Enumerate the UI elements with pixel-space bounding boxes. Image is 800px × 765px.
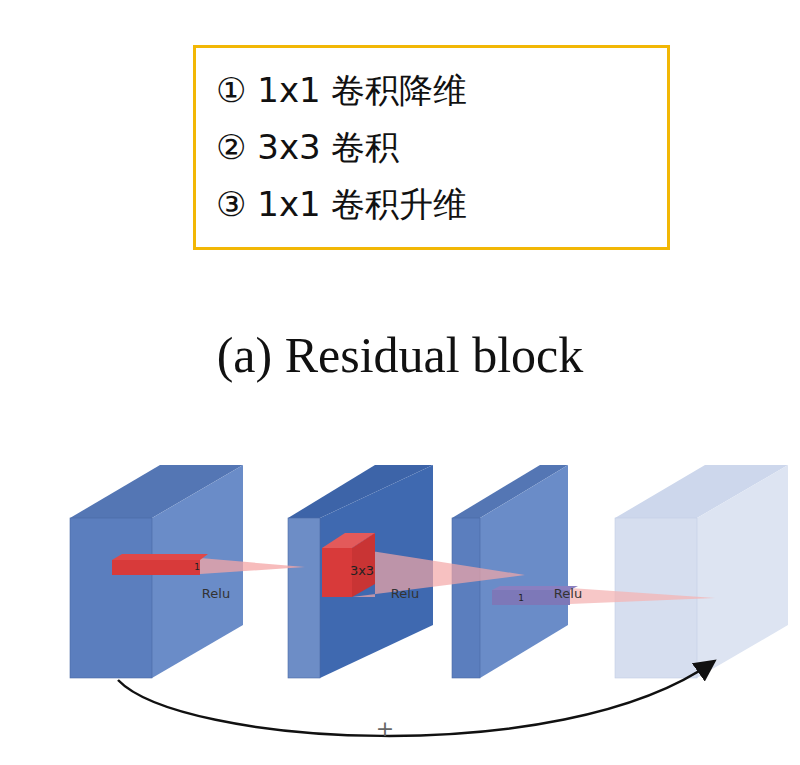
block-side (697, 465, 788, 678)
step-text: ① 1x1 卷积降维 (216, 62, 647, 119)
block-front (70, 518, 152, 678)
projection-cone (570, 588, 715, 604)
kernel-1x1 (112, 560, 200, 575)
figure-title: (a) Residual block (0, 325, 800, 385)
kernel-top (112, 554, 208, 560)
kernel-size: 1 (194, 562, 200, 572)
output-block (615, 465, 788, 678)
kernel-3x3 (322, 548, 352, 597)
block-front (288, 518, 320, 678)
kernel-size: 1 (518, 593, 524, 603)
step-text: ③ 1x1 卷积升维 (216, 176, 647, 233)
kernel-size: 3x3 (350, 563, 374, 578)
projection-cone (200, 558, 305, 574)
activation-label: Relu (554, 586, 582, 601)
block-front (452, 518, 480, 678)
activation-label: Relu (202, 586, 230, 601)
skip-connection (118, 662, 713, 736)
add-symbol: + (376, 716, 394, 741)
step-text: ② 3x3 卷积 (216, 119, 647, 176)
activation-label: Relu (391, 586, 419, 601)
legend-box: ① 1x1 卷积降维② 3x3 卷积③ 1x1 卷积升维 (193, 45, 670, 250)
